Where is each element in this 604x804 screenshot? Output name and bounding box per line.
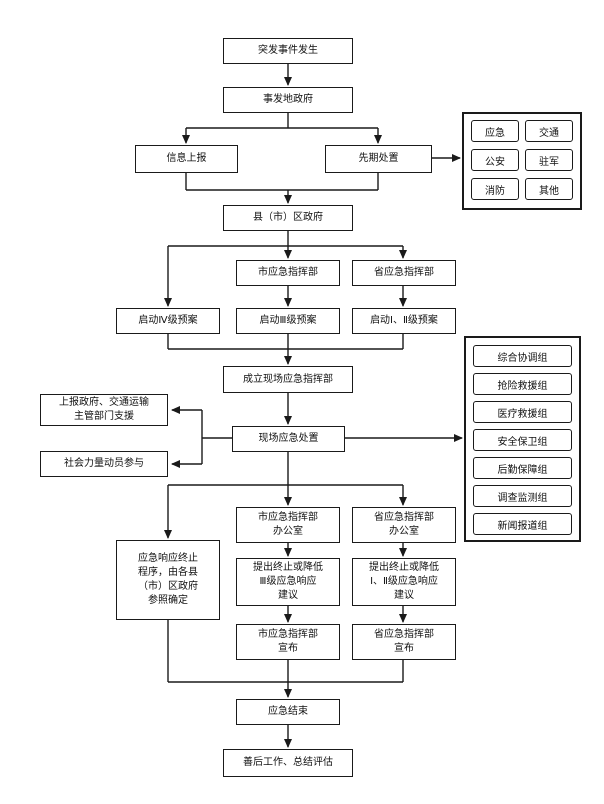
group-logistics: 后勤保障组 (473, 457, 572, 479)
node-province-announce: 省应急指挥部 宣布 (352, 624, 456, 660)
unit-fire: 消防 (471, 178, 519, 200)
group-coordination: 综合协调组 (473, 345, 572, 367)
unit-traffic: 交通 (525, 120, 573, 142)
node-city-command: 市应急指挥部 (236, 260, 340, 286)
node-termination-rule: 应急响应终止 程序，由各县 （市）区政府 参照确定 (116, 540, 220, 620)
node-province-office: 省应急指挥部 办公室 (352, 507, 456, 543)
group-medical: 医疗救援组 (473, 401, 572, 423)
group-rescue: 抢险救援组 (473, 373, 572, 395)
node-city-office: 市应急指挥部 办公室 (236, 507, 340, 543)
node-city-announce: 市应急指挥部 宣布 (236, 624, 340, 660)
node-plan-i-ii: 启动Ⅰ、Ⅱ级预案 (352, 308, 456, 334)
group-security: 安全保卫组 (473, 429, 572, 451)
node-info-report: 信息上报 (135, 145, 238, 173)
node-city-propose: 提出终止或降低 Ⅲ级应急响应 建议 (236, 558, 340, 606)
node-first-response: 先期处置 (325, 145, 432, 173)
node-field-command: 成立现场应急指挥部 (223, 366, 353, 393)
node-plan-iv: 启动Ⅳ级预案 (116, 308, 220, 334)
group-news: 新闻报道组 (473, 513, 572, 535)
node-province-propose: 提出终止或降低 Ⅰ、Ⅱ级应急响应 建议 (352, 558, 456, 606)
node-plan-iii: 启动Ⅲ级预案 (236, 308, 340, 334)
group-investigation: 调查监测组 (473, 485, 572, 507)
first-response-units-panel: 应急 交通 公安 驻军 消防 其他 (462, 112, 582, 210)
node-county-gov: 县（市）区政府 (223, 205, 353, 231)
node-province-command: 省应急指挥部 (352, 260, 456, 286)
unit-other: 其他 (525, 178, 573, 200)
node-field-disposal: 现场应急处置 (232, 426, 345, 452)
unit-emergency: 应急 (471, 120, 519, 142)
node-social: 社会力量动员参与 (40, 451, 168, 477)
node-gov-support: 上报政府、交通运输 主管部门支援 (40, 394, 168, 426)
field-groups-panel: 综合协调组 抢险救援组 医疗救援组 安全保卫组 后勤保障组 调查监测组 新闻报道… (464, 336, 581, 542)
node-aftermath: 善后工作、总结评估 (223, 749, 353, 777)
node-local-gov: 事发地政府 (223, 87, 353, 113)
node-end: 应急结束 (236, 699, 340, 725)
unit-army: 驻军 (525, 149, 573, 171)
unit-police: 公安 (471, 149, 519, 171)
node-event: 突发事件发生 (223, 38, 353, 64)
